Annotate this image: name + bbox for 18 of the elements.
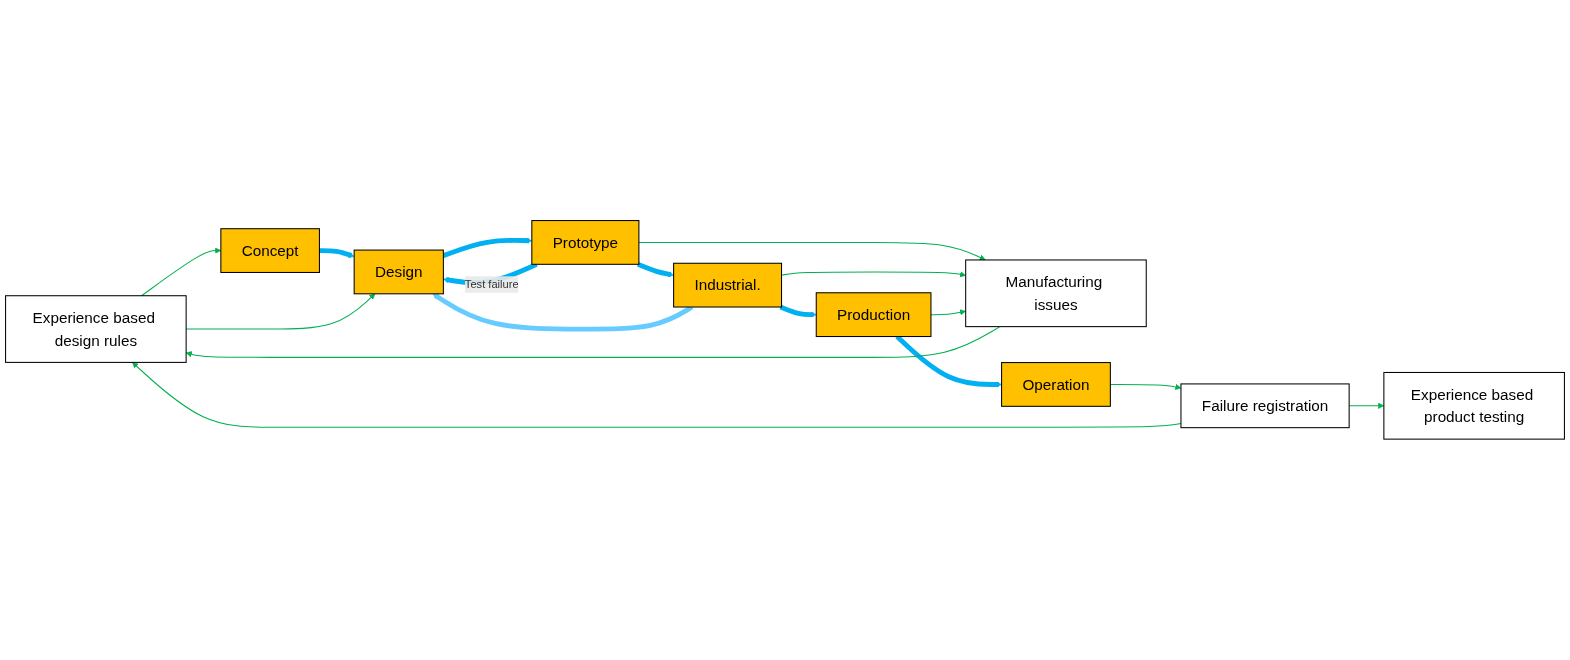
node-box: Production	[815, 292, 932, 338]
arrow	[781, 271, 966, 278]
node-box: Failure registration	[1180, 383, 1350, 429]
node-box: Concept	[220, 228, 320, 274]
arrow	[319, 248, 355, 259]
arrow	[779, 304, 817, 318]
node-box: Manufacturing issues	[965, 259, 1147, 328]
arrow	[930, 309, 966, 316]
node-box: Industrial.	[673, 262, 783, 308]
node-box: Experience based product testing	[1383, 372, 1565, 440]
arrow	[432, 293, 694, 332]
node-box: Design	[353, 249, 444, 295]
node-box: Operation	[1001, 362, 1111, 407]
arrow	[636, 262, 674, 278]
arrow	[638, 242, 986, 261]
node-box: Experience based design rules	[5, 295, 187, 364]
edge-label: Test failure	[464, 278, 519, 291]
node-box: Prototype	[531, 220, 640, 265]
